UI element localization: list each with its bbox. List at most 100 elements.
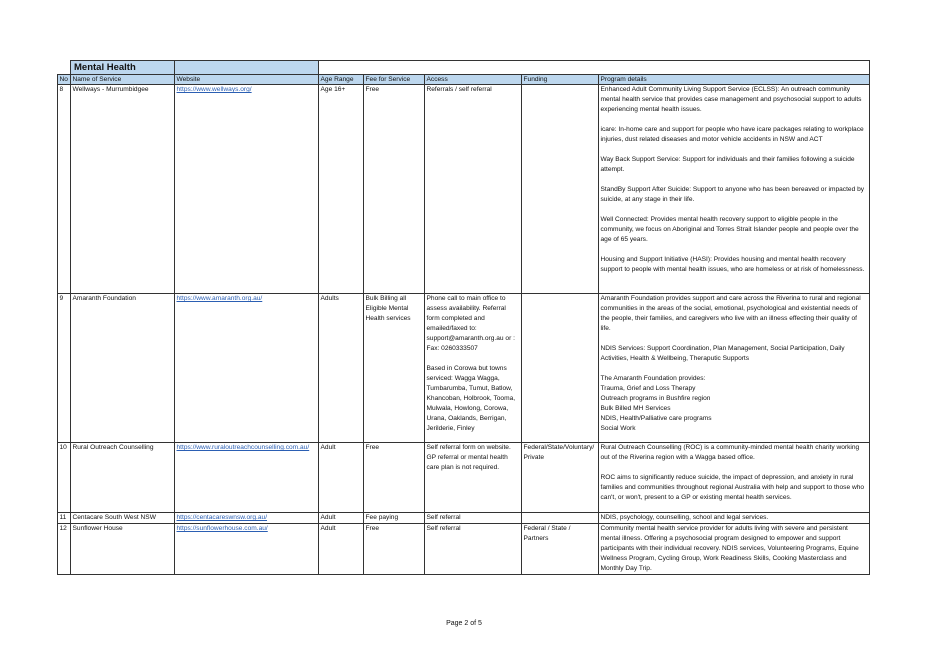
access-paragraph: Phone call to main office to assess avai… [426,295,515,352]
age-range-text: Adult [320,525,336,532]
program-details-paragraph: NDIS Services: Support Coordination, Pla… [600,345,845,362]
fee-for-service: Free [363,84,425,294]
service-name: Sunflower House [70,523,175,575]
website-link[interactable]: https://www.ruraloutreachcounselling.com… [176,444,310,451]
age-range-text: Adult [320,514,336,521]
paragraph-gap [427,354,520,364]
fee-for-service-text: Fee paying [365,514,399,521]
row-number-text: 12 [59,525,67,532]
program-details-paragraph: Enhanced Adult Community Living Support … [600,86,862,113]
services-table: Mental Health No Name of Service Website… [57,60,871,575]
program-details: Rural Outreach Counselling (ROC) is a co… [597,442,871,513]
paragraph-gap [601,115,868,125]
table-body: 8 Wellways - Murrumbidgee https://www.well… [57,84,871,575]
program-details-paragraph: ROC aims to significantly reduce suicide… [600,474,865,501]
paragraph-gap [601,364,868,374]
access: Self referral form on website. GP referr… [424,442,522,513]
col-header-funding: Funding [521,74,599,85]
service-name-text: Sunflower House [72,525,123,532]
service-name: Rural Outreach Counselling [70,442,175,513]
service-name-text: Wellways - Murrumbidgee [72,86,149,93]
row-number: 12 [57,523,71,575]
age-range: Adults [318,293,364,443]
access-paragraph: Based in Corowa but towns serviced: Wagg… [426,365,516,432]
paragraph-gap [601,205,868,215]
service-website: https://sunflowerhouse.com.au/ [174,523,319,575]
section-title: Mental Health [70,60,175,75]
row-number: 11 [57,512,71,524]
access-paragraph: Referrals / self referral [426,86,492,93]
program-details-paragraph: Amaranth Foundation provides support and… [600,295,861,332]
col-header-name: Name of Service [70,74,175,85]
title-fill [317,60,871,75]
col-header-access: Access [424,74,522,85]
program-details: Community mental health service provider… [597,523,871,575]
website-link[interactable]: https://www.amaranth.org.au/ [176,295,263,302]
table-row: 8 Wellways - Murrumbidgee https://www.well… [57,84,871,294]
funding [521,84,599,294]
program-details-paragraph: Way Back Support Service: Support for in… [600,156,855,173]
website-link[interactable]: https://www.wellways.org/ [176,86,252,93]
access: Self referral [424,523,522,575]
program-details: Enhanced Adult Community Living Support … [597,84,871,294]
title-blank [174,60,319,75]
program-details-paragraph: Housing and Support Initiative (HASI): P… [600,256,865,273]
col-header-details: Program details [597,74,871,85]
service-name-text: Rural Outreach Counselling [72,444,154,451]
service-website: https://centacareswnsw.org.au/ [174,512,319,524]
age-range: Age 16+ [318,84,364,294]
access: Phone call to main office to assess avai… [424,293,522,443]
fee-for-service-text: Free [365,86,380,93]
fee-for-service-text: Free [365,444,380,451]
program-details-paragraph: Rural Outreach Counselling (ROC) is a co… [600,444,860,461]
table-row: 12 Sunflower House https://sunflowerhouse.… [57,523,871,575]
paragraph-gap [601,334,868,344]
funding [521,512,599,524]
col-header-no: No [57,74,71,85]
service-name: Centacare South West NSW [70,512,175,524]
row-number-text: 10 [59,444,67,451]
row-number: 8 [57,84,71,294]
access-paragraph: Self referral [426,525,461,532]
age-range: Adult [318,523,364,575]
paragraph-gap [601,463,868,473]
row-number: 10 [57,442,71,513]
header-row: No Name of Service Website Age Range Fee… [57,74,871,85]
service-name: Amaranth Foundation [70,293,175,443]
website-link[interactable]: https://centacareswnsw.org.au/ [176,514,268,521]
table-row: 9 Amaranth Foundation https://www.amaranth… [57,293,871,443]
service-website: https://www.wellways.org/ [174,84,319,294]
service-name: Wellways - Murrumbidgee [70,84,175,294]
program-details-paragraph: Well Connected: Provides mental health r… [600,216,859,243]
paragraph-gap [601,175,868,185]
age-range: Adult [318,512,364,524]
service-name-text: Amaranth Foundation [72,295,136,302]
row-number: 9 [57,293,71,443]
col-header-website: Website [174,74,319,85]
service-website: https://www.ruraloutreachcounselling.com… [174,442,319,513]
service-name-text: Centacare South West NSW [72,514,156,521]
page-number: Page 2 of 5 [446,620,482,627]
program-details-paragraph: icare: In-home care and support for peop… [600,126,864,143]
age-range-text: Adult [320,444,336,451]
fee-for-service: Fee paying [363,512,425,524]
paragraph-gap [601,245,868,255]
funding-text: Federal / State / Partners [523,525,571,542]
program-details-paragraph: NDIS, psychology, counselling, school an… [600,514,769,521]
fee-for-service-text: Bulk Billing all Eligible Mental Health … [365,295,411,322]
service-website: https://www.amaranth.org.au/ [174,293,319,443]
program-details: Amaranth Foundation provides support and… [597,293,871,443]
row-number-text: 8 [59,86,64,93]
program-details-paragraph: Community mental health service provider… [600,525,859,572]
program-details-paragraph: The Amaranth Foundation provides: Trauma… [600,375,712,432]
access: Referrals / self referral [424,84,522,294]
website-link[interactable]: https://sunflowerhouse.com.au/ [176,525,268,532]
row-number-text: 9 [59,295,64,302]
title-row: Mental Health [57,60,871,75]
program-details: NDIS, psychology, counselling, school an… [597,512,871,524]
funding-text: Federal/State/Voluntary/Private [523,444,595,461]
fee-for-service: Free [363,442,425,513]
fee-for-service-text: Free [365,525,380,532]
age-range: Adult [318,442,364,513]
